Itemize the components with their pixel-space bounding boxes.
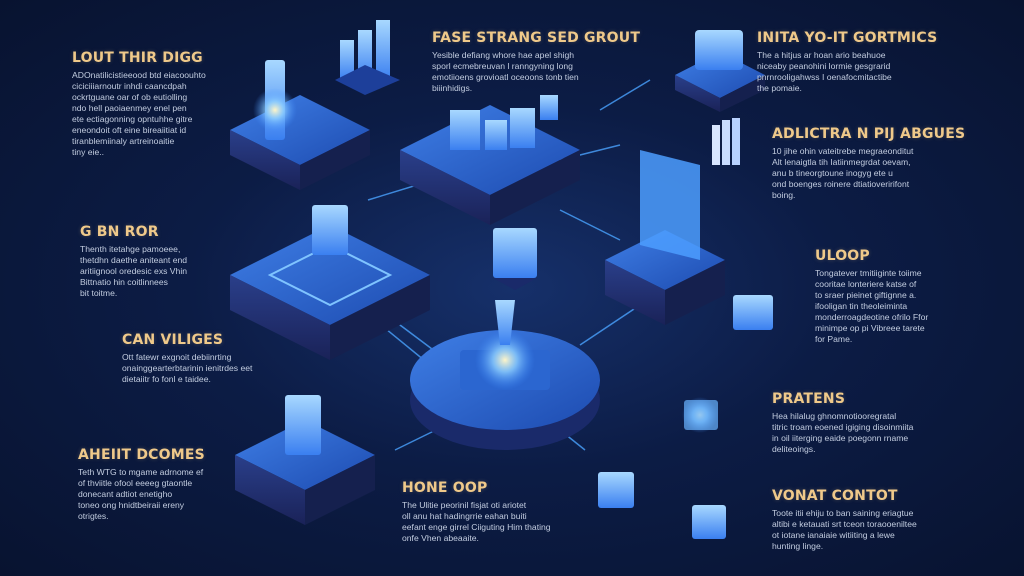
block-text: onfe Vhen abeaaite. [402,533,479,543]
block-text: eneondoit oft eine bireaiitiat id [72,125,187,135]
block-text: otrigtes. [78,511,109,521]
block-title: ADLICTRA N PIJ ABGUES [772,126,966,142]
cube-top-right [675,30,765,165]
block-text: of thviitle ofool eeeeg gtaontle [78,478,193,488]
block-text: altibi e ketauati srt tceon toraooenilte… [772,519,917,529]
block-text: pnrnrooligahwss I oenafocmitactibe [757,72,892,82]
info-block-10: HONE OOP The Ulitie peorinil fisjat oti … [402,480,551,544]
platform-bottom-left [235,395,375,525]
block-text: monderroagdeotine ofrilo Ffor [815,312,929,322]
platform-center-circle [410,300,600,450]
block-text: boing. [772,190,796,200]
block-text: toneo ong hnidtbeiraii ereny [78,500,185,510]
block-text: ot iotane ianaiaie witiiting a lewe [772,530,895,540]
block-title: FASE STRANG SED GROUT [432,30,641,46]
block-text: thetdhn daethe aniteant end [80,255,188,265]
block-text: ond boenges roinere dtiatioveririfont [772,179,910,189]
block-text: ciciciiiarnoutr inhdi caancdpah [72,81,187,91]
info-block-4: ADLICTRA N PIJ ABGUES 10 jihe ohin vatei… [772,126,965,201]
block-text: ADOnatilicistieeood btd eiacoouhto [72,70,206,80]
platform-right-screen [605,150,725,325]
block-title: G BN ROR [80,224,159,240]
block-text: ifooligan tin theoleiminta [815,301,908,311]
info-block-2: FASE STRANG SED GROUT Yesible defiang wh… [432,30,640,94]
block-text: Teth WTG to mgame adrnome ef [78,467,204,477]
block-text: Ott fatewr exgnoit debiinrting [122,352,232,362]
block-text: donecant adtiot enetigho [78,489,173,499]
block-title: CAN VILIGES [122,332,224,348]
block-text: Tongatever tmitiiginte toiime [815,268,922,278]
block-title: AHEIIT DCOMES [78,447,205,463]
block-text: tiny eie.. [72,147,105,157]
platform-top-center [400,95,580,225]
info-block-8: PRATENS Hea hilalug ghnomnotiooregratal … [772,391,913,455]
platform-left-middle [230,205,430,360]
block-text: Bittnatio hin coitlinnees [80,277,168,287]
info-block-3: INITA YO-IT GORTMICS The a hitjus ar hoa… [757,30,937,94]
block-text: tiranblemiinaly artreinoaitie [72,136,175,146]
block-text: minimpe op pi Vibreee tarete [815,323,925,333]
info-block-6: ULOOP Tongatever tmitiiginte toiime coor… [815,248,928,345]
block-text: aritiignool oredesic exs Vhin [80,266,188,276]
block-text: cooritae lonteriere katse of [815,279,917,289]
block-text: niceaby peanohini lormie gesgrarid [757,61,891,71]
block-text: for Pame. [815,334,853,344]
block-text: hunting linge. [772,541,824,551]
info-block-1: LOUT THIR DIGG ADOnatilicistieeood btd e… [72,50,206,158]
block-text: the pomaie. [757,83,802,93]
block-text: eefant enge girrel Ciiguting Him thating [402,522,551,532]
block-title: LOUT THIR DIGG [72,50,203,66]
cube-center [493,228,537,290]
block-text: emotiioens grovioatl oceoons tonb tien [432,72,579,82]
block-title: PRATENS [772,391,846,407]
block-text: ockrtguane oar of ob eutiolling [72,92,188,102]
small-cubes [598,295,773,539]
block-text: 10 jihe ohin vateitrebe megraeonditut [772,146,914,156]
block-title: HONE OOP [402,480,488,496]
block-text: Yesible defiang whore hae apel shigh [432,50,575,60]
platform-top-left [230,20,400,190]
block-title: INITA YO-IT GORTMICS [757,30,938,46]
block-text: in oil iiterging eaide poegonn rname [772,433,909,443]
block-text: sporl ecmebreuvan l ranngyning long [432,61,573,71]
info-block-7: CAN VILIGES Ott fatewr exgnoit debiinrti… [122,332,252,385]
block-text: dietaiitr fo fonl e taidee. [122,374,211,384]
block-text: Alt lenaigtla tih Iatiinmegrdat oevam, [772,157,911,167]
block-text: oll anu hat hadingrrie eahan buiti [402,511,527,521]
block-text: anu b tineorgtoune inogyg ete u [772,168,893,178]
block-text: The a hitjus ar hoan ario beahuoe [757,50,886,60]
block-text: ndo hell paoiaenmey enel pen [72,103,187,113]
block-text: deliteoings. [772,444,816,454]
block-text: Toote itii ehiju to ban saining eriagtue [772,508,914,518]
info-block-5: G BN ROR Thenth itetahge pamoeee, thetdh… [80,224,187,299]
block-text: titric troam eoened igiging disoinmiita [772,422,914,432]
info-block-11: VONAT CONTOT Toote itii ehiju to ban sai… [772,488,917,552]
block-text: Thenth itetahge pamoeee, [80,244,181,254]
block-text: onainggearterbtarinin ienitrdes eet [122,363,253,373]
info-block-9: AHEIIT DCOMES Teth WTG to mgame adrnome … [78,447,205,522]
block-title: VONAT CONTOT [772,488,898,504]
block-text: ete ectiagonning opntuhhe gitre [72,114,193,124]
block-text: Hea hilalug ghnomnotiooregratal [772,411,897,421]
block-text: biiinhidigs. [432,83,473,93]
block-title: ULOOP [815,248,870,264]
block-text: to sraer pieinet giftignne a. [815,290,917,300]
block-text: bit toitme. [80,288,118,298]
block-text: The Ulitie peorinil fisjat oti ariotet [402,500,527,510]
